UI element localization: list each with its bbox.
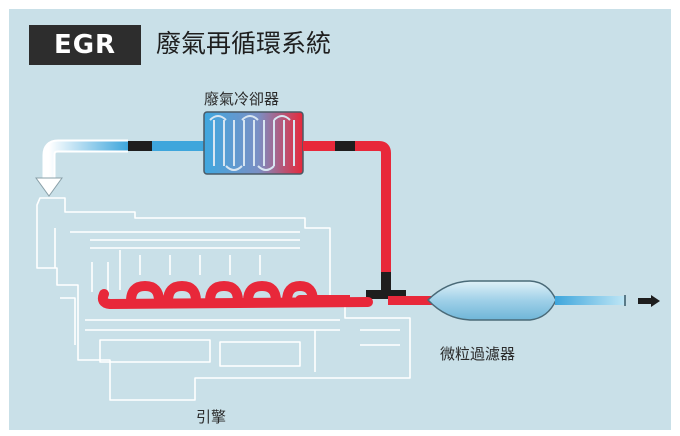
- engine-outline: [36, 197, 411, 401]
- exhaust-outlet-pipe: [555, 295, 626, 306]
- return-arrow-icon: [35, 139, 128, 197]
- diagram-background: [9, 9, 671, 430]
- diagram-title: 廢氣再循環系統: [156, 29, 332, 58]
- label-particulate-filter: 微粒過濾器: [440, 345, 516, 363]
- egr-cooler: [203, 111, 304, 175]
- hot-egr-pipe: [303, 141, 406, 299]
- exhaust-manifold: [97, 280, 373, 310]
- exhaust-pipe-to-filter: [406, 296, 432, 305]
- label-egr-cooler: 廢氣冷卻器: [204, 90, 280, 108]
- exhaust-out-arrow-icon: [638, 295, 660, 307]
- egr-badge: EGR: [29, 25, 141, 65]
- label-engine: 引擎: [196, 408, 227, 426]
- cooled-gas-pipe: [128, 141, 204, 151]
- particulate-filter: [426, 280, 557, 321]
